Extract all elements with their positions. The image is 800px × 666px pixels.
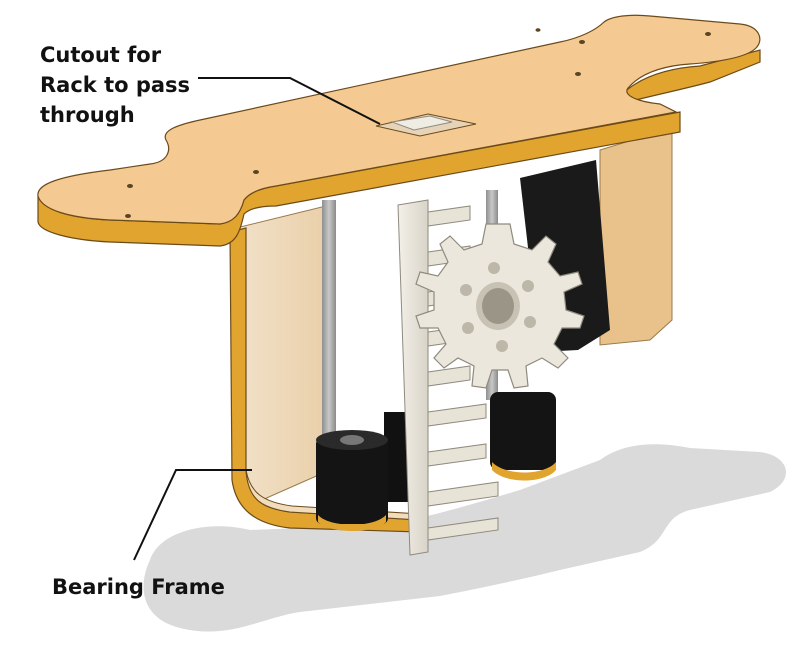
ground-shadow [143, 444, 787, 632]
cutout-label: Cutout for Rack to pass through [40, 40, 190, 130]
top-plate-edge-right [619, 49, 761, 105]
frame-back-wall [599, 127, 673, 346]
cutout-label-line-2: Rack to pass [40, 73, 191, 97]
bearing-leader-line [133, 469, 252, 561]
cutout-leader-line [198, 77, 381, 125]
cutout-label-line-3: through [40, 103, 135, 127]
top-plate-surface [37, 14, 761, 225]
frame-inner-wall [235, 204, 331, 501]
bearing-frame-label: Bearing Frame [52, 575, 225, 599]
rack-top-visible [390, 115, 453, 131]
pinion-gear [415, 223, 585, 389]
mounting-holes [125, 28, 711, 218]
cutout-label-line-1: Cutout for [40, 43, 162, 67]
gear-rack [397, 199, 429, 556]
bearing-right [490, 392, 556, 481]
guide-shaft-left [322, 200, 336, 440]
